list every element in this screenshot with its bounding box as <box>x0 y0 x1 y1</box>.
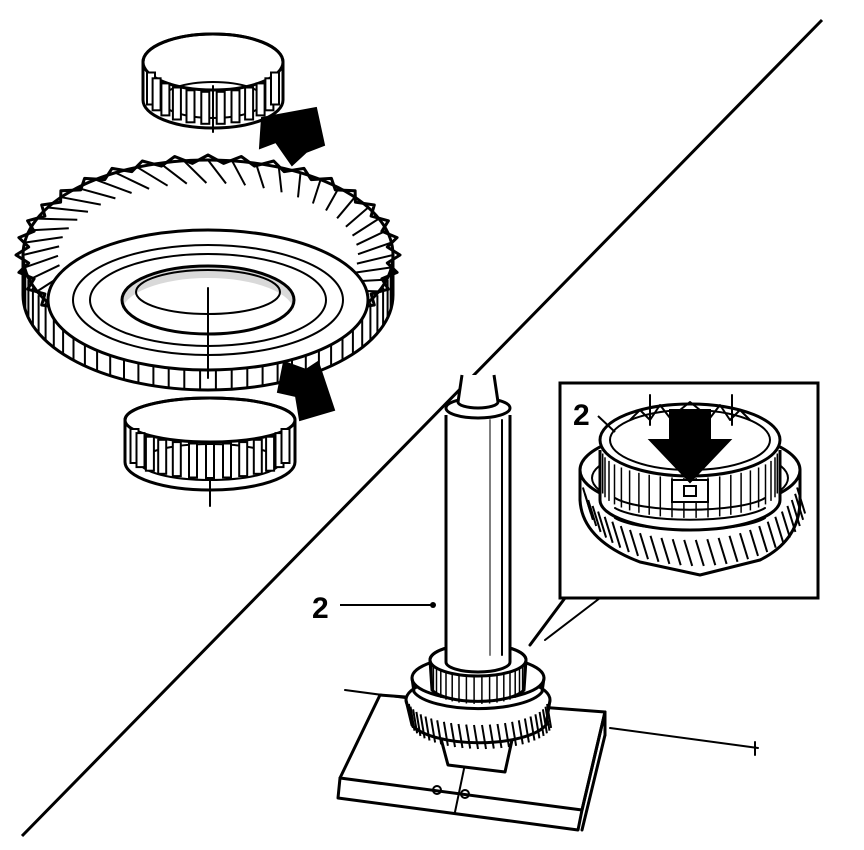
upper-needle-bearing <box>141 32 285 133</box>
tool-callout-dot <box>430 602 436 608</box>
gear-assembly-on-plate <box>404 642 553 774</box>
detail-press-arrow <box>647 409 733 484</box>
detail-callout-label: 2 <box>573 399 590 432</box>
detail-callout-leader <box>597 415 616 433</box>
detail-gear-teeth <box>581 487 807 567</box>
lower-install-arrow <box>276 360 336 422</box>
lower-needle-bearing <box>123 396 297 507</box>
synchronizer-splines <box>430 662 526 704</box>
stack-gear-teeth <box>407 703 553 750</box>
tool-callout-label: 2 <box>312 592 329 625</box>
lower-bearing-needles <box>129 428 291 479</box>
installer-tool <box>444 374 512 674</box>
upper-install-arrow <box>258 106 326 167</box>
divider-line <box>20 18 824 838</box>
detail-inset <box>528 381 820 647</box>
helical-gear <box>14 153 402 392</box>
upper-bearing-needles <box>146 71 280 125</box>
